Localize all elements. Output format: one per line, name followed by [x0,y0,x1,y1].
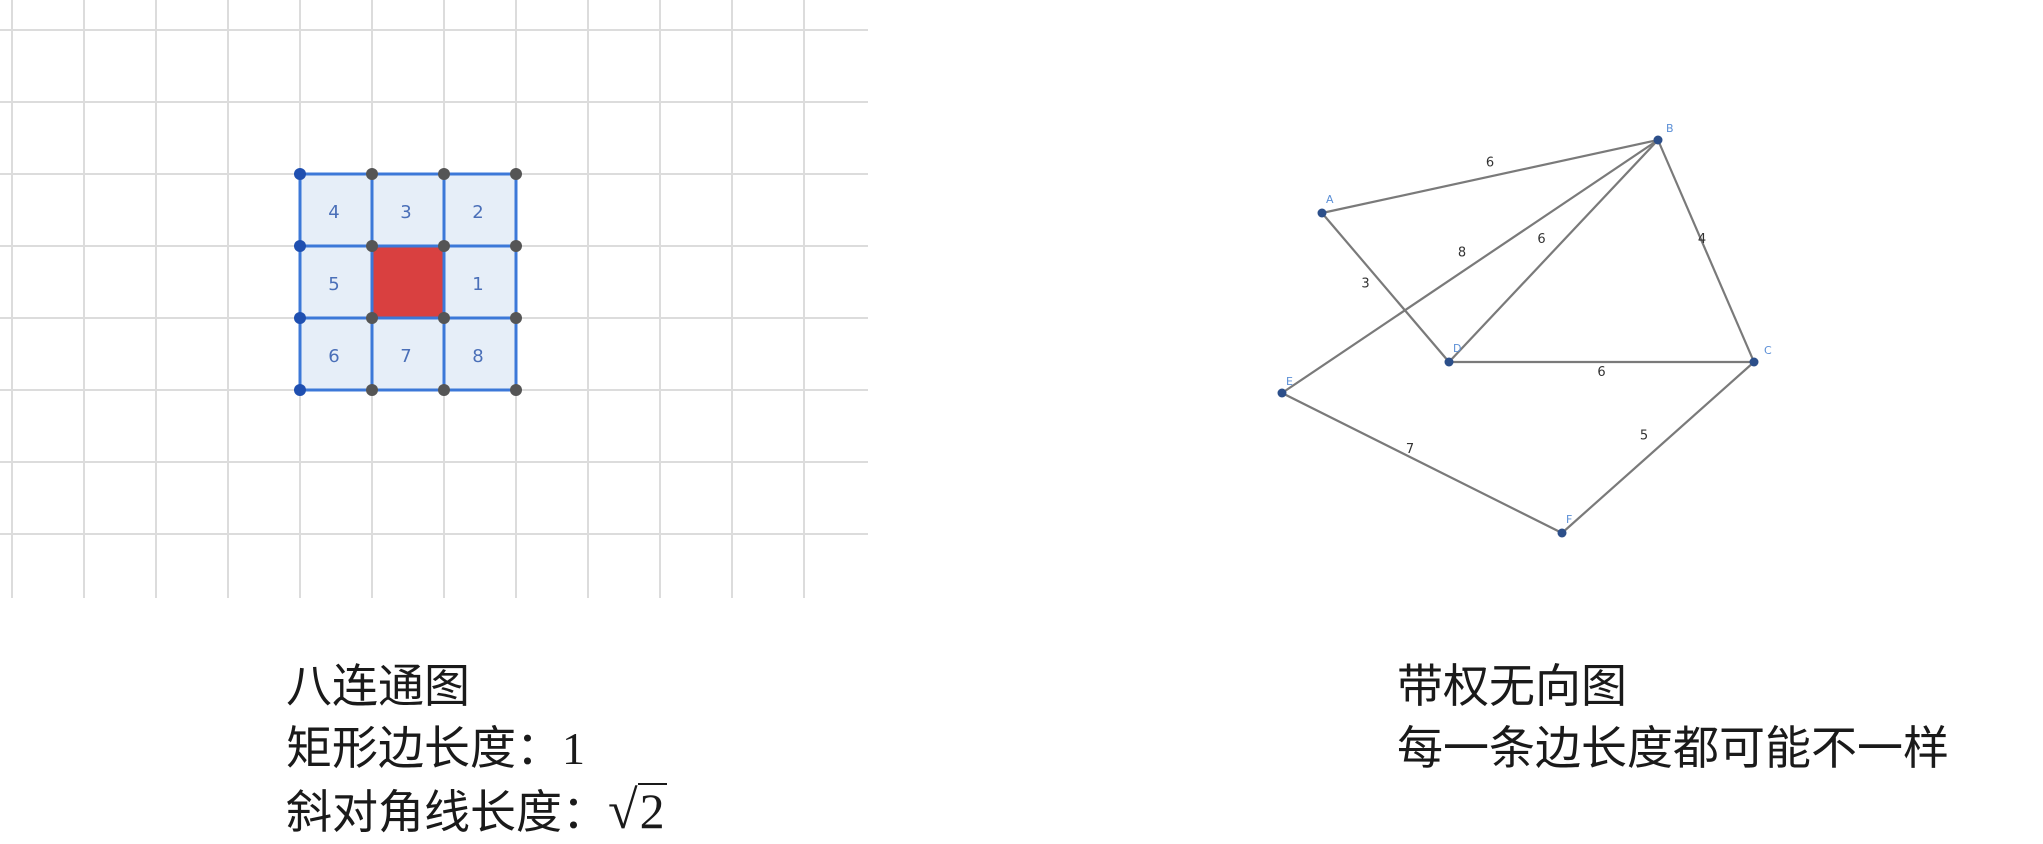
weighted-graph-edges [1281,138,1756,534]
cell-number-label: 6 [328,346,339,367]
edge-weight-label: 8 [1458,246,1466,261]
graph-node [1749,357,1759,367]
graph-node [1277,388,1287,398]
graph-node-label: C [1764,344,1772,357]
graph-node-label: E [1286,375,1293,388]
graph-node-label: D [1453,342,1461,355]
grid-corner-point [510,168,522,180]
grid-corner-points [294,168,522,396]
cell-number-label: 2 [472,202,483,223]
graph-node-label: A [1326,193,1334,206]
grid-corner-point [510,384,522,396]
grid-corner-point [438,240,450,252]
left-caption-edge-length: 矩形边长度：1 [286,721,585,775]
graph-edge [1321,212,1450,363]
graph-edge [1448,139,1659,363]
graph-node-label: B [1666,122,1674,135]
grid-corner-point [294,384,306,396]
right-caption: 带权无向图 每一条边长度都可能不一样 [1397,655,1949,779]
grid-corner-point [510,240,522,252]
left-caption: 八连通图 矩形边长度：1 斜对角线长度：√2 [286,655,667,841]
neighbor-cell [442,316,518,392]
sqrt-symbol: √2 [608,780,667,840]
edge-weight-label: 5 [1640,429,1648,444]
cell-number-label: 4 [328,202,339,223]
grid-corner-point [510,312,522,324]
grid-corner-point [438,384,450,396]
eight-connected-grid [298,172,518,392]
edge-weight-label: 6 [1537,232,1545,247]
edge-weight-labels: 6 3 8 6 4 6 7 5 [1361,156,1706,458]
cell-number-label: 5 [328,274,339,295]
left-caption-diagonal-length: 斜对角线长度：√2 [286,779,667,841]
graph-node [1557,528,1567,538]
cell-number-label: 8 [472,346,483,367]
weighted-graph-nodes: A B C D E F [1277,122,1772,538]
edge-weight-label: 6 [1486,156,1494,171]
left-caption-title: 八连通图 [286,659,470,713]
grid-corner-point [366,384,378,396]
grid-corner-point [294,312,306,324]
neighbor-cell [442,172,518,248]
right-caption-description: 每一条边长度都可能不一样 [1397,721,1949,775]
graph-edge [1321,138,1659,215]
graph-edge [1281,392,1563,534]
graph-node-label: F [1566,513,1572,526]
cell-number-label: 3 [400,202,411,223]
grid-corner-point [438,312,450,324]
neighbor-cell [442,244,518,320]
grid-corner-point [294,240,306,252]
graph-edge [1561,361,1755,534]
cell-number-label: 7 [400,346,411,367]
edge-weight-label: 7 [1406,442,1414,457]
edge-weight-label: 6 [1597,365,1605,380]
graph-node [1444,357,1454,367]
neighbor-cell [370,172,446,248]
grid-corner-point [366,312,378,324]
grid-corner-point [294,168,306,180]
graph-node [1653,135,1663,145]
graph-node [1317,208,1327,218]
right-caption-title: 带权无向图 [1397,659,1627,713]
cell-number-label: 1 [472,274,483,295]
grid-corner-point [366,240,378,252]
cell-labels: 4 3 2 5 1 6 7 8 [328,202,483,367]
grid-corner-point [438,168,450,180]
edge-weight-label: 4 [1698,232,1706,247]
grid-corner-point [366,168,378,180]
center-cell [370,244,446,320]
edge-weight-label: 3 [1361,277,1369,292]
graph-edge [1656,139,1756,363]
graph-edge [1281,139,1659,394]
